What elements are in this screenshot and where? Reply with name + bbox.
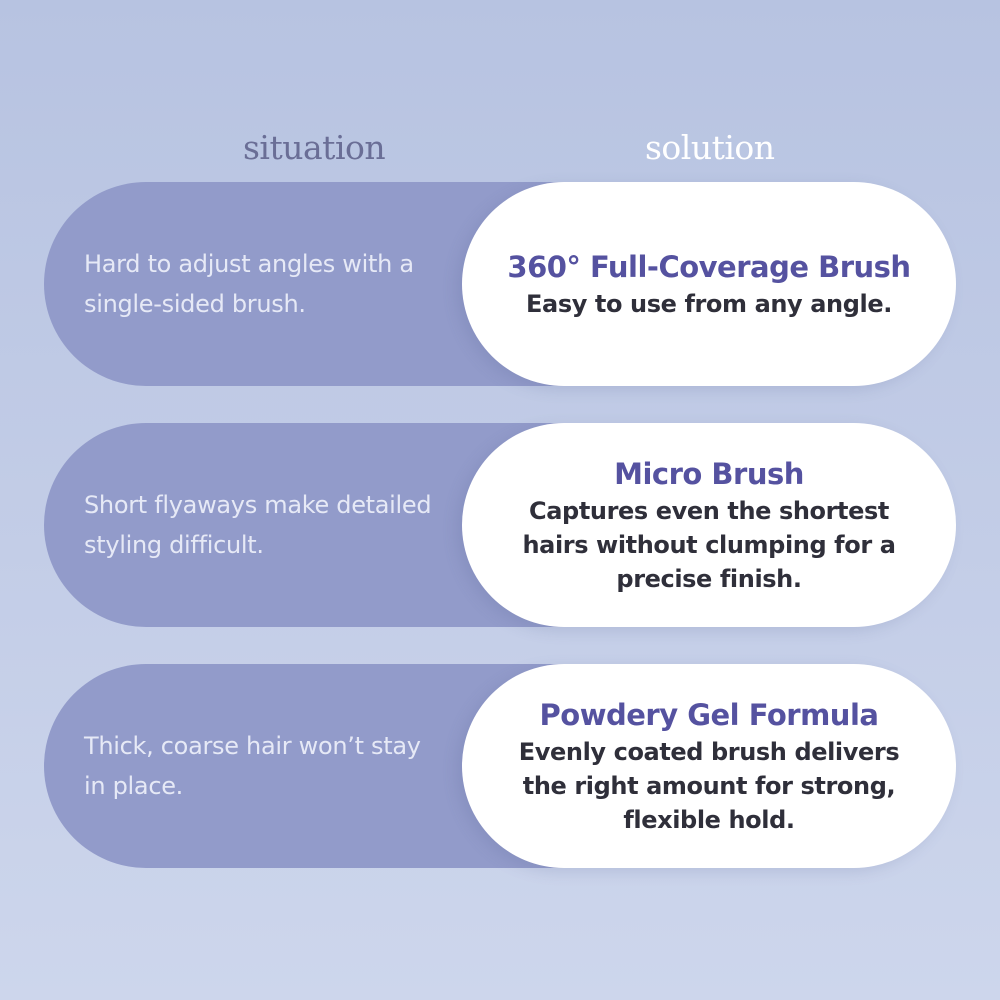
- solution-pill: Powdery Gel Formula Evenly coated brush …: [462, 664, 956, 868]
- situation-text: Hard to adjust angles with a single-side…: [84, 250, 414, 318]
- comparison-row-1: Hard to adjust angles with a single-side…: [44, 182, 956, 386]
- solution-pill: Micro Brush Captures even the shortest h…: [462, 423, 956, 627]
- solution-title: 360° Full-Coverage Brush: [507, 250, 911, 284]
- solution-column-header: solution: [645, 128, 775, 167]
- situation-column-header: situation: [243, 128, 386, 167]
- situation-text: Thick, coarse hair won’t stay in place.: [84, 732, 421, 800]
- solution-description: Evenly coated brush delivers the right a…: [518, 738, 900, 834]
- comparison-row-2: Short flyaways make detailed styling dif…: [44, 423, 956, 627]
- solution-description: Easy to use from any angle.: [526, 290, 892, 318]
- solution-title: Powdery Gel Formula: [539, 698, 879, 732]
- solution-description: Captures even the shortest hairs without…: [522, 497, 896, 593]
- solution-pill: 360° Full-Coverage Brush Easy to use fro…: [462, 182, 956, 386]
- situation-text: Short flyaways make detailed styling dif…: [84, 491, 432, 559]
- solution-title: Micro Brush: [614, 457, 804, 491]
- comparison-row-3: Thick, coarse hair won’t stay in place. …: [44, 664, 956, 868]
